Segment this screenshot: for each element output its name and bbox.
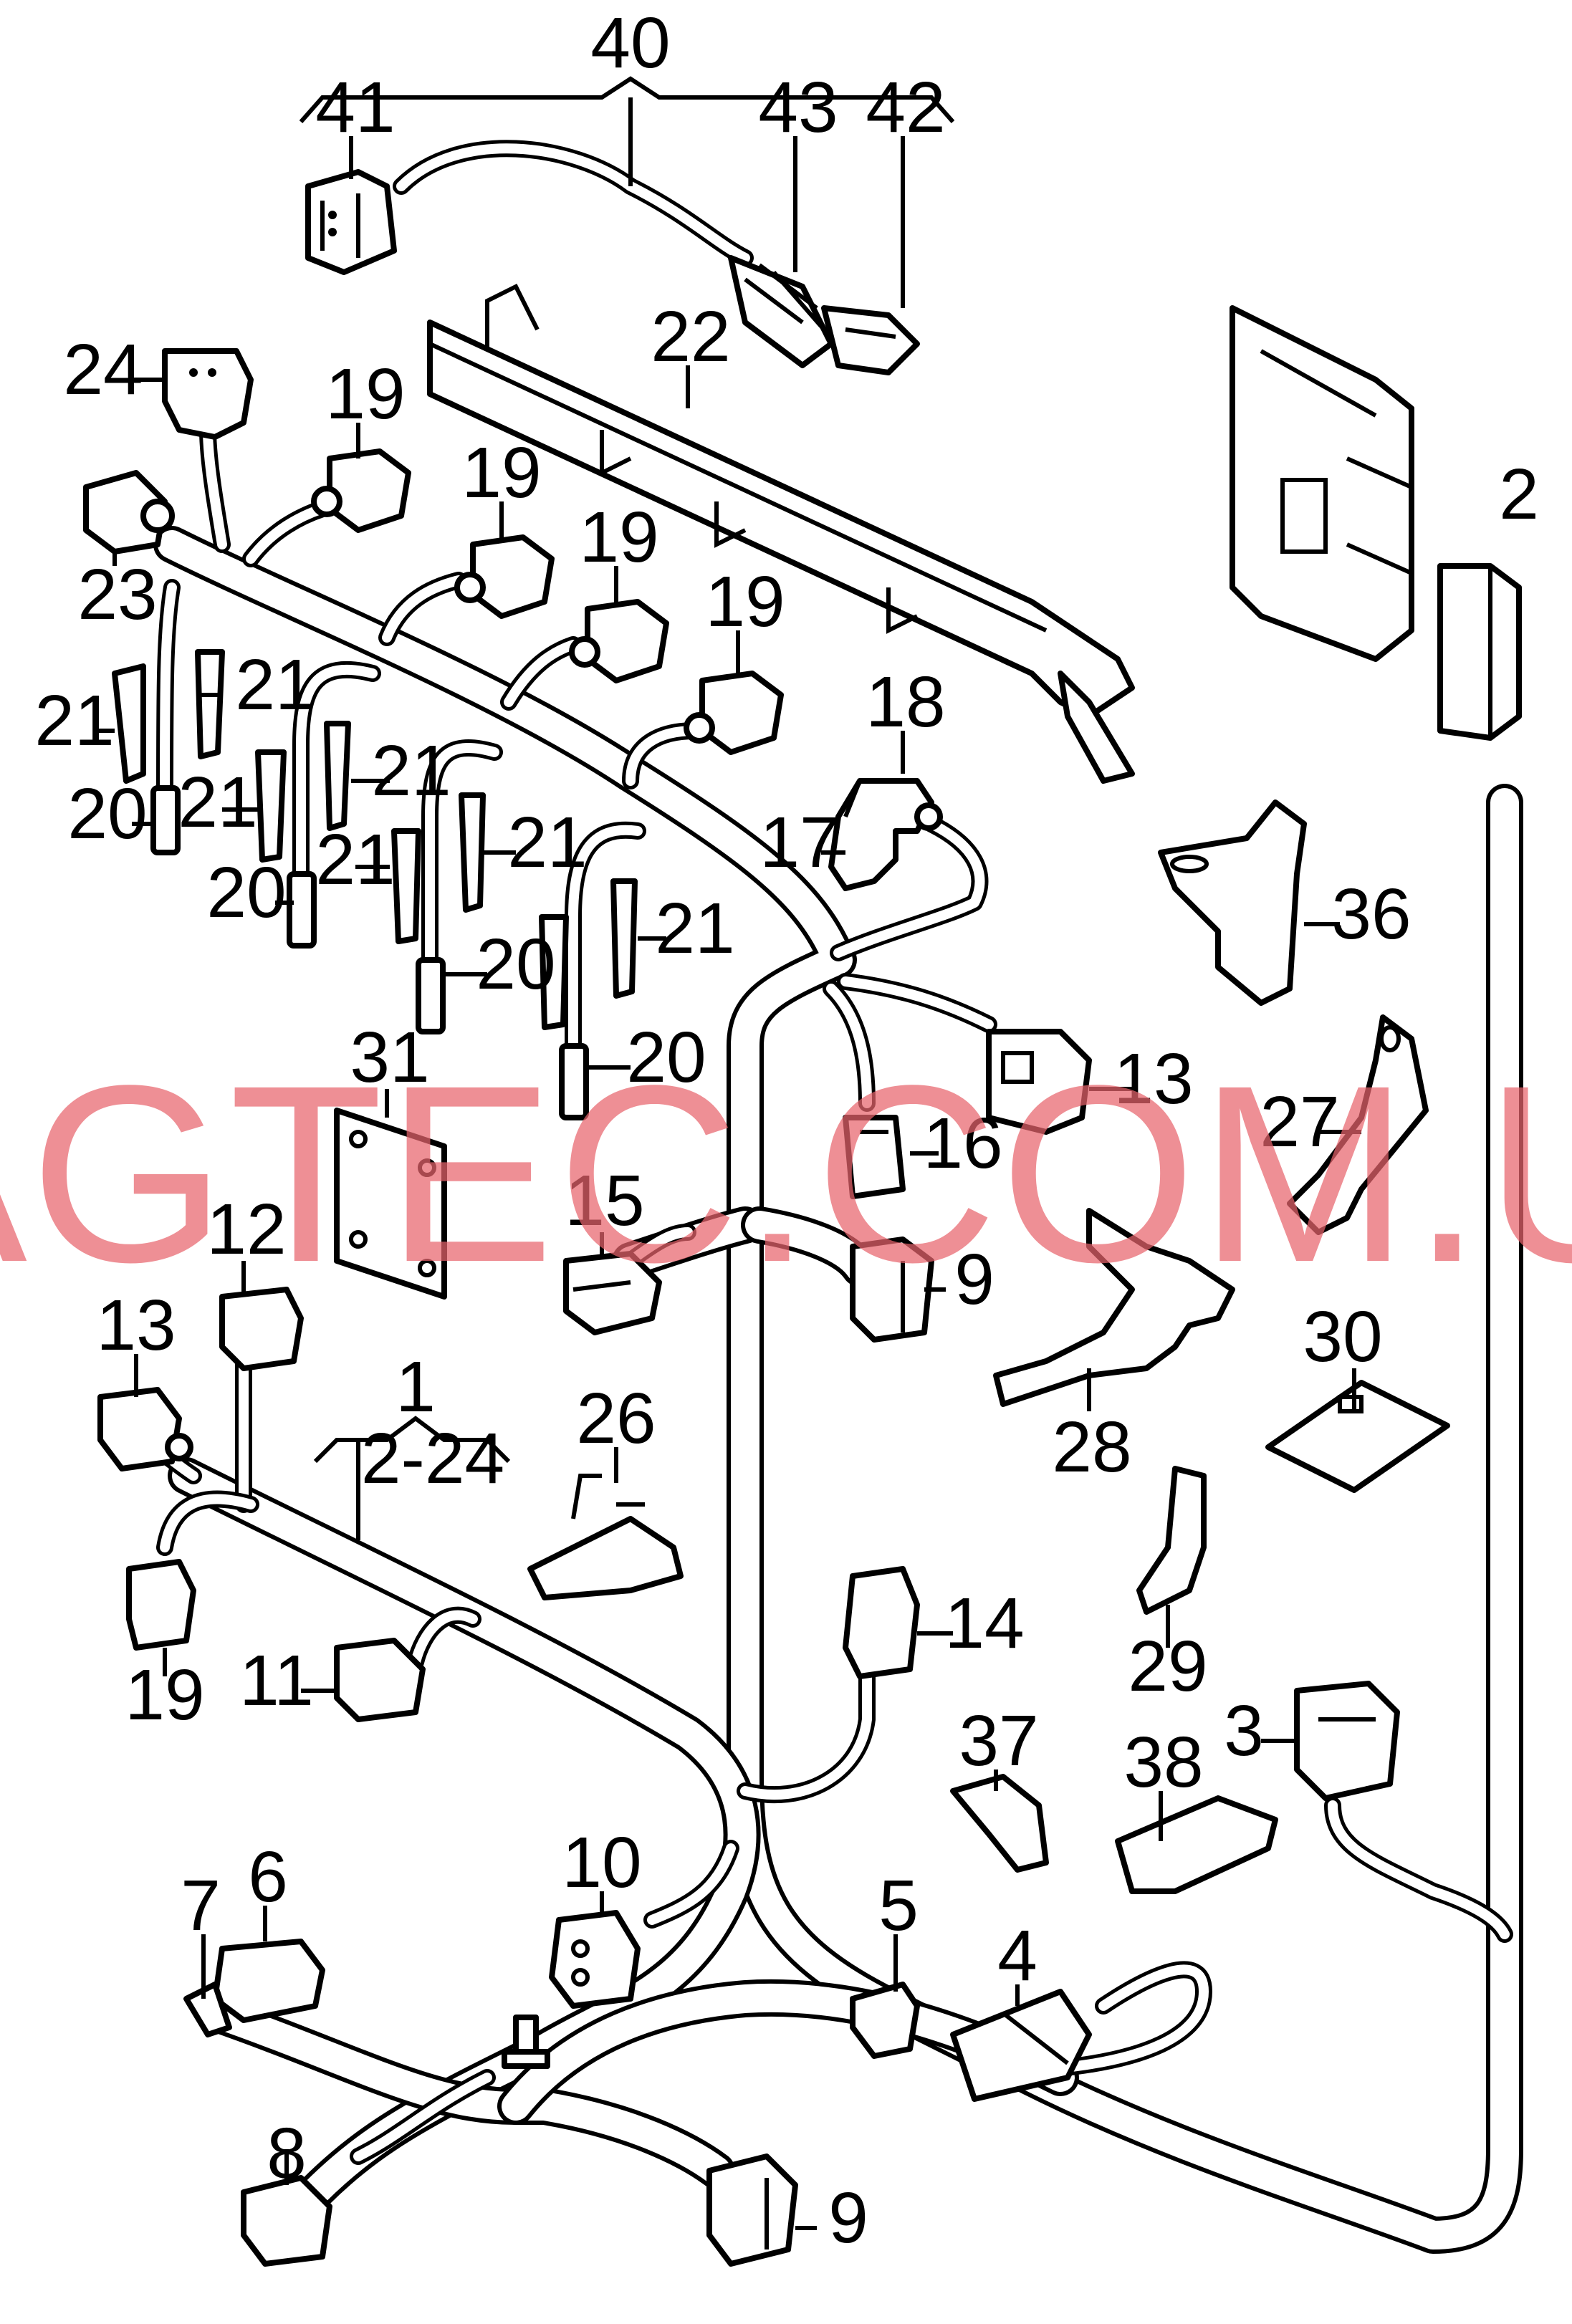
- callout-19-d: 19: [705, 562, 785, 642]
- callout-1-range: 2-24: [361, 1418, 504, 1499]
- callout-13-b: 13: [96, 1285, 176, 1365]
- callout-31: 31: [350, 1017, 429, 1098]
- callout-22: 22: [651, 297, 730, 377]
- clip-37: [950, 1774, 1049, 1873]
- callout-29: 29: [1128, 1626, 1207, 1706]
- callout-27: 27: [1260, 1082, 1339, 1162]
- callout-19-c: 19: [579, 497, 658, 577]
- leader-lines: [93, 76, 1361, 2230]
- callout-6: 6: [248, 1837, 288, 1917]
- callout-20-a: 20: [67, 774, 147, 854]
- connector-41: [305, 169, 397, 275]
- connector-9-b: [706, 2153, 798, 2267]
- bracket-27: [1287, 1014, 1429, 1235]
- connector-19-c: [569, 599, 669, 683]
- callout-21-c: 21: [371, 731, 451, 811]
- connector-16: [843, 1115, 906, 1199]
- callout-43: 43: [758, 67, 838, 148]
- callout-2: 2: [1499, 454, 1539, 534]
- connector-13-a: [986, 1029, 1092, 1135]
- callout-20-d: 20: [626, 1017, 706, 1098]
- callout-14: 14: [944, 1583, 1024, 1663]
- callout-17: 17: [759, 802, 839, 883]
- elbow-connector-17-18: [828, 778, 943, 891]
- connector-3: [1294, 1681, 1400, 1801]
- relay-2: [1437, 563, 1522, 741]
- ground-stud: [502, 2015, 550, 2069]
- callout-9-b: 9: [828, 2178, 868, 2258]
- callout-18: 18: [866, 662, 945, 742]
- bracket-36: [1158, 800, 1307, 1006]
- connector-12: [219, 1287, 304, 1371]
- callout-20-b: 20: [206, 853, 286, 933]
- callout-7: 7: [181, 1866, 221, 1946]
- callout-24: 24: [63, 330, 143, 410]
- callout-8: 8: [267, 2113, 307, 2194]
- clip-21-group: [112, 649, 638, 1030]
- callout-12: 12: [206, 1189, 286, 1269]
- watermark-text: VAGTEC.COM.UA: [0, 1032, 1572, 1315]
- callout-10: 10: [562, 1823, 641, 1903]
- control-unit-2: [1230, 305, 1414, 662]
- callout-26: 26: [576, 1378, 656, 1459]
- callout-4: 4: [997, 1916, 1037, 1996]
- connector-11: [334, 1638, 426, 1722]
- callout-21-g: 21: [655, 888, 734, 969]
- callout-3: 3: [1224, 1691, 1264, 1771]
- clip-38: [1115, 1795, 1278, 1894]
- callout-19-b: 19: [461, 433, 541, 513]
- connector-9-a: [850, 1237, 934, 1343]
- callout-41: 41: [315, 67, 395, 148]
- callout-42: 42: [866, 67, 945, 148]
- callout-11: 11: [239, 1641, 314, 1721]
- callout-23: 23: [77, 554, 157, 635]
- callout-19-e: 19: [125, 1655, 204, 1735]
- clip-26: [527, 1474, 684, 1600]
- connector-19-b: [454, 534, 555, 619]
- callout-9-a: 9: [954, 1239, 995, 1320]
- connector-19-a: [311, 448, 411, 533]
- connector-6-7: [183, 1939, 325, 2037]
- callout-36: 36: [1331, 874, 1411, 954]
- callout-21-a: 21: [235, 645, 315, 725]
- callout-1: 1: [396, 1347, 436, 1427]
- callout-16: 16: [923, 1103, 1002, 1183]
- callout-21-b: 21: [34, 681, 114, 761]
- branch-wires: [142, 140, 1513, 2165]
- connector-24: [162, 348, 254, 440]
- callout-40: 40: [590, 3, 670, 83]
- connector-19-d: [684, 671, 784, 755]
- connector-13-b: [97, 1387, 193, 1471]
- callout-21-f: 21: [315, 820, 395, 900]
- gasket-plate-31: [334, 1108, 447, 1300]
- main-harness: [153, 526, 1523, 2254]
- callout-21-e: 21: [507, 802, 587, 883]
- callout-13-a: 13: [1113, 1039, 1193, 1119]
- callout-5: 5: [878, 1866, 919, 1946]
- connector-10: [549, 1910, 641, 2009]
- connector-42-43: [728, 255, 920, 375]
- callout-labels: 40 41 43 42 22 24 19 2 19 19 23 19 21 21…: [34, 3, 1538, 2258]
- connector-4: [950, 1989, 1092, 2102]
- callout-19-a: 19: [325, 354, 405, 434]
- connector-19-e: [126, 1559, 196, 1651]
- callout-28: 28: [1052, 1407, 1131, 1487]
- callout-15: 15: [565, 1161, 644, 1241]
- callout-38: 38: [1123, 1722, 1203, 1802]
- connector-14: [843, 1566, 920, 1679]
- bracket-28: [993, 1208, 1235, 1407]
- clip-29: [1136, 1466, 1207, 1615]
- connector-23: [83, 470, 175, 554]
- clip-5: [850, 1982, 920, 2059]
- connector-15: [563, 1251, 662, 1335]
- sensor-20-group: [150, 785, 589, 1120]
- label-30: [1265, 1380, 1450, 1493]
- callout-20-c: 20: [476, 924, 555, 1004]
- callout-30: 30: [1303, 1297, 1382, 1377]
- connector-8: [241, 2175, 332, 2267]
- callout-37: 37: [959, 1701, 1038, 1781]
- mounting-rail-22: [427, 283, 1135, 784]
- callout-21-d: 21: [178, 762, 257, 842]
